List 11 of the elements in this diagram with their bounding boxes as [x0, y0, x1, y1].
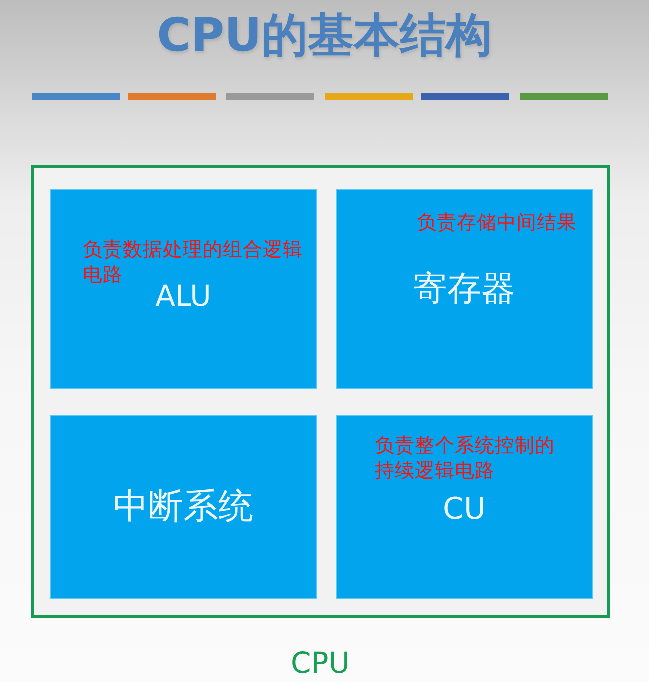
component-label: CU: [443, 492, 486, 526]
component-box: [336, 415, 593, 599]
component-label: 寄存器: [414, 271, 516, 309]
component-box: [50, 189, 317, 389]
component-label: 中断系统: [114, 488, 254, 526]
frame-label: CPU: [291, 646, 350, 680]
annotation-note: 负责存储中间结果: [417, 210, 578, 235]
annotation-note: 负责整个系统控制的持续逻辑电路: [375, 433, 556, 483]
diagram-title: CPU的基本结构: [157, 7, 492, 64]
component-box: [336, 189, 593, 389]
component-box: [50, 415, 317, 599]
